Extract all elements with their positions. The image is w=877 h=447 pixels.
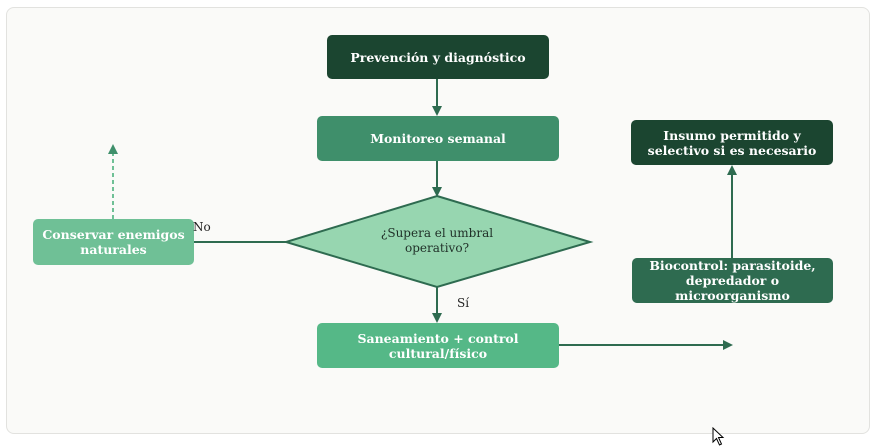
node-biocontrol-line2: depredador o microorganismo xyxy=(675,273,790,303)
node-sanitation-line1: Saneamiento + control xyxy=(357,330,519,346)
node-prevention-label: Prevención y diagnóstico xyxy=(350,49,526,65)
mouse-cursor-icon xyxy=(712,427,725,446)
decision-label: ¿Supera el umbral operativo? xyxy=(378,226,496,256)
node-sanitation-line2: cultural/físico xyxy=(388,345,488,361)
node-monitoring: Monitoreo semanal xyxy=(317,116,559,161)
node-conserve-line1: Conservar enemigos xyxy=(42,227,185,242)
node-biocontrol: Biocontrol: parasitoide, depredador o mi… xyxy=(632,258,833,303)
node-conserve-line2: naturales xyxy=(80,242,147,257)
edge-label-no: No xyxy=(193,220,211,234)
edge-label-yes: Sí xyxy=(457,296,470,310)
node-monitoring-label: Monitoreo semanal xyxy=(370,131,506,146)
decision-label-line2: operativo? xyxy=(405,241,469,255)
node-sanitation: Saneamiento + control cultural/físico xyxy=(317,323,559,368)
node-input: Insumo permitido y selectivo si es neces… xyxy=(631,120,833,165)
node-input-line1: Insumo permitido y xyxy=(663,127,801,143)
node-prevention: Prevención y diagnóstico xyxy=(327,35,549,79)
node-conserve: Conservar enemigos naturales xyxy=(33,219,194,265)
node-biocontrol-line1: Biocontrol: parasitoide, xyxy=(649,258,816,273)
node-input-line2: selectivo si es necesario xyxy=(647,142,817,158)
decision-label-line1: ¿Supera el umbral xyxy=(380,226,494,240)
